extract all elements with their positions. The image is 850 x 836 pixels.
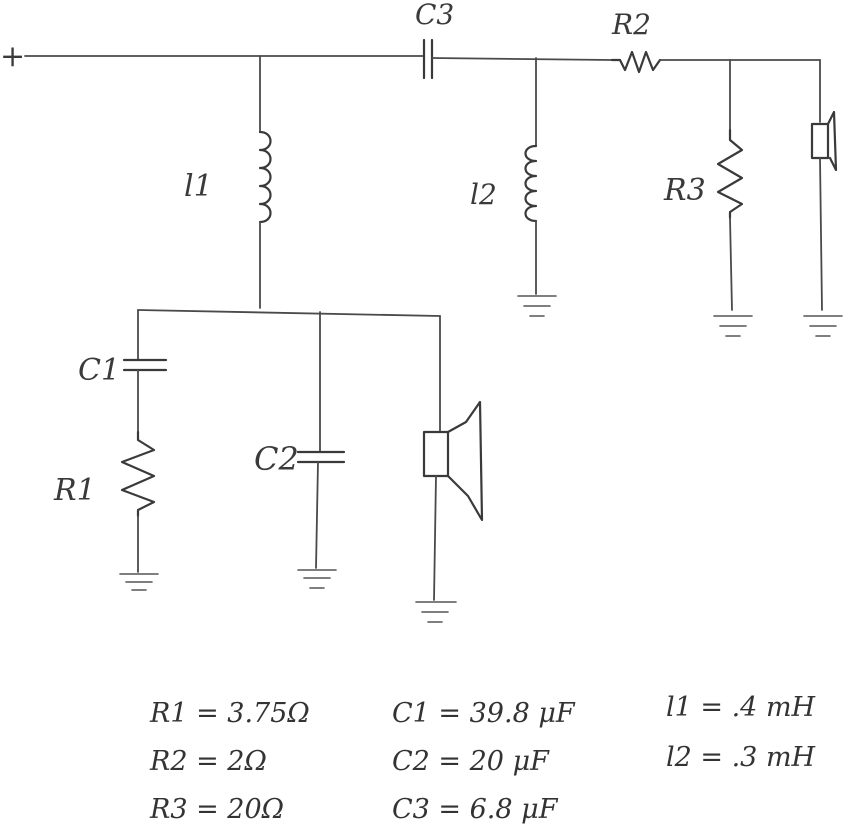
woofer-ground-wire — [433, 475, 437, 601]
tweeter-speaker-icon — [810, 110, 838, 172]
ground-icon — [119, 573, 159, 591]
label-c3: C3 — [415, 0, 454, 31]
label-c2: C2 — [254, 440, 299, 478]
ground-icon — [297, 569, 337, 589]
lower-bus-wire — [137, 309, 441, 317]
capacitor-c3 — [422, 38, 434, 80]
ground-icon — [713, 315, 753, 337]
ground-icon — [415, 601, 457, 623]
inductor-l1 — [258, 130, 272, 224]
value-c1: C1 = 39.8 μF — [392, 698, 576, 729]
label-c1: C1 — [78, 353, 120, 388]
value-r2: R2 = 2Ω — [149, 746, 267, 777]
resistor-r2 — [610, 50, 662, 74]
c2-ground-wire — [315, 461, 319, 569]
label-r2: R2 — [611, 8, 651, 41]
woofer-speaker-icon — [422, 400, 484, 522]
inductor-l2 — [524, 144, 538, 223]
capacitor-c2 — [296, 450, 346, 464]
resistor-r3 — [716, 128, 744, 220]
resistor-r1 — [120, 430, 156, 518]
ground-icon — [517, 295, 557, 317]
capacitor-c1 — [122, 358, 168, 372]
label-l2: l2 — [470, 178, 497, 211]
value-c3: C3 = 6.8 μF — [392, 794, 559, 825]
positive-terminal-label: + — [0, 39, 25, 74]
r3-ground-wire — [729, 217, 733, 311]
label-r3: R3 — [663, 173, 706, 208]
value-l1: l1 = .4 mH — [666, 692, 816, 723]
label-l1: l1 — [184, 169, 213, 204]
ground-icon — [803, 315, 843, 337]
value-r3: R3 = 20Ω — [149, 794, 284, 825]
value-r1: R1 = 3.75Ω — [149, 698, 310, 729]
label-r1: R1 — [53, 473, 96, 508]
top-rail-wire-mid — [431, 57, 613, 61]
value-l2: l2 = .3 mH — [666, 742, 816, 773]
value-c2: C2 = 20 μF — [392, 746, 550, 777]
tweeter-ground-wire — [819, 157, 823, 311]
